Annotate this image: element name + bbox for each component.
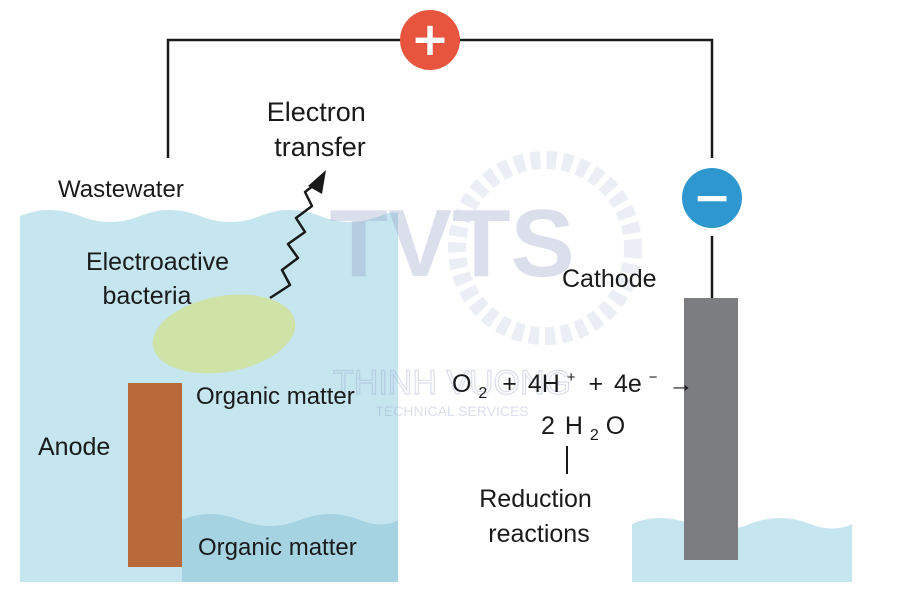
electron-transfer-label: Electron transfer <box>267 97 374 162</box>
electron-transfer-arrow <box>269 170 326 300</box>
reaction-o: O <box>452 370 471 398</box>
anode-label: Anode <box>38 433 110 461</box>
negative-terminal-circle <box>682 168 742 228</box>
reaction-e: 4e <box>614 370 642 398</box>
wastewater-body <box>20 210 398 582</box>
electroactive-bacteria-label: Electroactive bacteria <box>86 248 236 310</box>
reaction-plus-1: + <box>502 370 517 398</box>
positive-terminal-circle <box>400 10 460 70</box>
wastewater-label: Wastewater <box>58 176 184 203</box>
cathode-label: Cathode <box>562 265 657 293</box>
reaction-e-sup: − <box>649 369 658 386</box>
electron-zigzag <box>269 181 319 300</box>
electron-transfer-line1: Electron <box>267 97 366 127</box>
watermark: TVTS THINH VUONG TECHNICAL SERVICES <box>329 151 642 419</box>
electroactive-line2: bacteria <box>103 282 192 310</box>
reduction-equation-product: 2 H 2 O <box>541 412 625 446</box>
reaction-o-sub: 2 <box>478 385 487 402</box>
reaction-h: 4H <box>528 370 560 398</box>
product-h: H <box>565 412 583 440</box>
wastewater-tank <box>20 210 398 582</box>
reduction-line2: reactions <box>488 520 589 548</box>
electron-transfer-line2: transfer <box>274 132 366 162</box>
reduction-reactions-label: Reduction reactions <box>479 485 599 548</box>
watermark-logo: TVTS <box>329 190 574 297</box>
product-o: O <box>606 412 625 440</box>
reaction-arrow-icon: → <box>669 370 694 398</box>
arrow-head-icon <box>308 170 326 194</box>
product-h-sub: 2 <box>590 427 599 444</box>
reaction-plus-2: + <box>588 370 603 398</box>
reaction-h-sup: + <box>567 369 576 386</box>
reduction-equation-reactants: O 2 + 4H + + 4e − → <box>452 360 694 404</box>
watermark-emblem <box>448 151 642 345</box>
cathode-electrode <box>684 298 738 560</box>
watermark-name: THINH VUONG <box>333 364 571 402</box>
electroactive-line1: Electroactive <box>86 248 229 276</box>
product-coef: 2 <box>541 412 555 440</box>
minus-icon: − <box>693 170 732 224</box>
watermark-tagline: TECHNICAL SERVICES <box>375 403 528 419</box>
organic-matter-lower-label: Organic matter <box>198 534 357 561</box>
organic-matter-upper-label: Organic matter <box>196 383 355 410</box>
anode-electrode <box>128 383 182 567</box>
cathode-water <box>632 518 852 582</box>
reduction-line1: Reduction <box>479 485 592 513</box>
plus-icon: + <box>411 12 450 66</box>
negative-terminal: − <box>682 168 742 228</box>
electroactive-bacteria-blob <box>152 294 296 374</box>
positive-terminal: + <box>400 10 460 70</box>
organic-matter-sediment <box>182 514 398 582</box>
